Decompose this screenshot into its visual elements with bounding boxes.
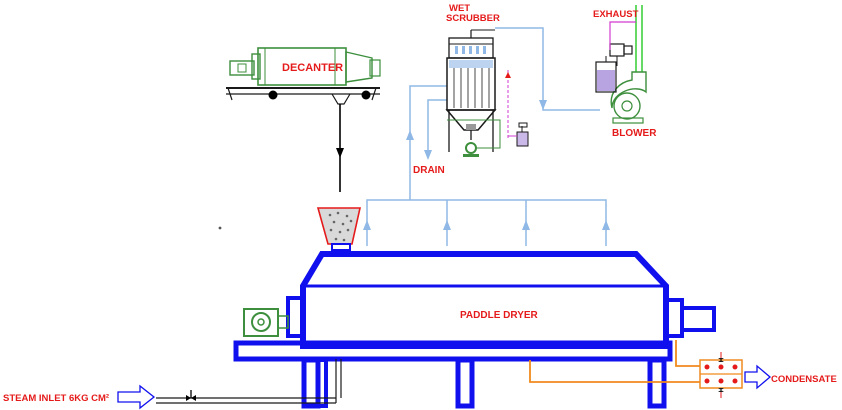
condensate-label: CONDENSATE bbox=[771, 374, 837, 385]
blower bbox=[595, 5, 647, 124]
vapor-arrow-icon bbox=[363, 220, 371, 230]
wet-scrubber-label-line1: WET bbox=[449, 3, 470, 14]
decanter-label: DECANTER bbox=[282, 62, 343, 74]
wet-scrubber bbox=[445, 37, 529, 157]
vapor-arrow-icon bbox=[406, 130, 414, 140]
discharge-arrow-icon bbox=[336, 148, 344, 158]
vapor-flow-arrows bbox=[363, 130, 610, 230]
exhaust-label: EXHAUST bbox=[593, 9, 639, 20]
vapor-arrow-icon bbox=[443, 220, 451, 230]
paddle-dryer-label: PADDLE DRYER bbox=[460, 310, 539, 321]
wet-scrubber-label-line2: SCRUBBER bbox=[446, 13, 500, 24]
vapor-arrow-icon bbox=[522, 220, 530, 230]
decanter bbox=[226, 47, 381, 105]
condensate-line bbox=[529, 340, 772, 398]
dryer-drive-motor bbox=[243, 308, 289, 337]
blower-label: BLOWER bbox=[612, 128, 657, 139]
drain-label: DRAIN bbox=[413, 165, 445, 176]
vapor-arrow-icon bbox=[602, 220, 610, 230]
drain-arrow-icon bbox=[424, 150, 432, 160]
stray-dot bbox=[218, 226, 222, 230]
steam-inlet bbox=[117, 359, 342, 410]
feed-hopper bbox=[316, 207, 361, 251]
steam-inlet-label: STEAM INLET 6KG CM² bbox=[3, 393, 109, 404]
duct-arrow-icon bbox=[539, 100, 547, 110]
paddle-dryer bbox=[233, 251, 716, 409]
scrubber-to-blower-duct bbox=[495, 27, 600, 111]
